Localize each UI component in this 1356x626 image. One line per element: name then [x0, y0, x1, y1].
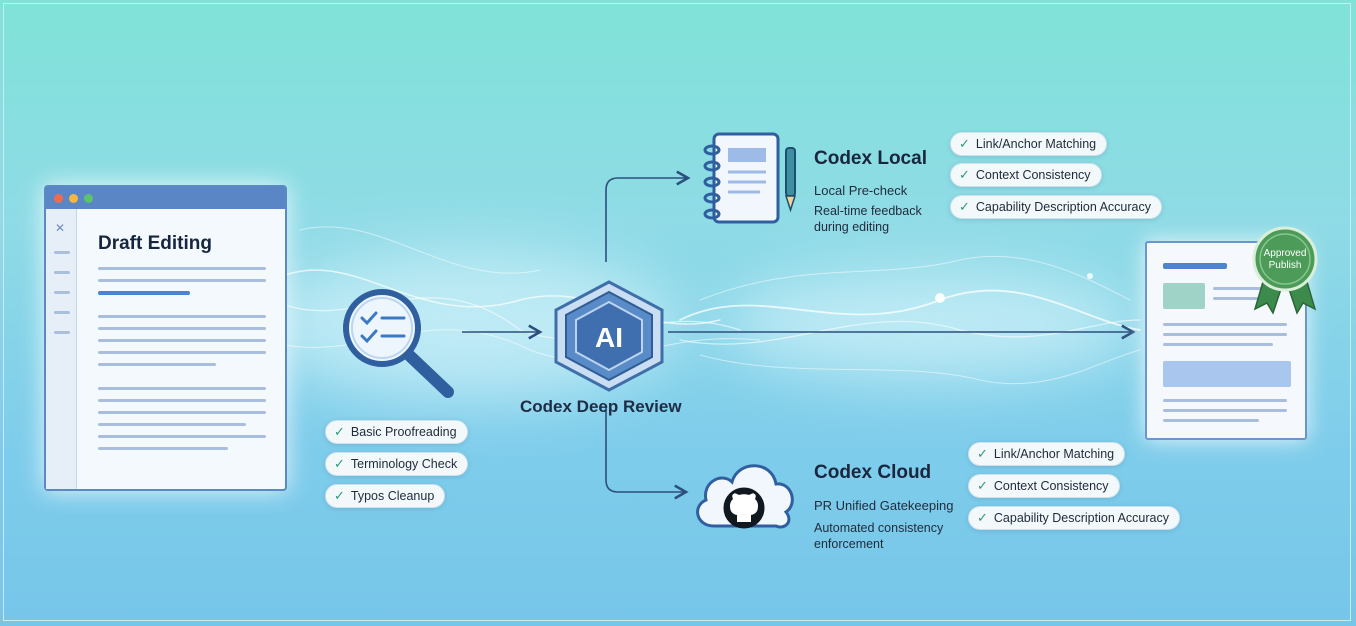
- ai-badge-text: AI: [595, 322, 623, 353]
- doc-text-line: [1163, 333, 1287, 336]
- local-description: Real-time feedback during editing: [814, 203, 922, 235]
- cloud-title: Codex Cloud: [814, 462, 932, 483]
- cloud-subtitle: PR Unified Gatekeeping: [814, 498, 954, 513]
- local-description-line: during editing: [814, 220, 890, 234]
- check-label: Capability Description Accuracy: [975, 200, 1151, 214]
- text-line: [98, 387, 266, 390]
- checkmark-icon: ✓: [977, 478, 988, 493]
- text-line: [98, 327, 266, 330]
- doc-image-block: [1163, 283, 1205, 309]
- cloud-check-capability: ✓ Capability Description Accuracy: [968, 506, 1180, 530]
- local-title: Codex Local: [814, 148, 927, 169]
- badge-line-1: Approved: [1264, 248, 1307, 259]
- checkmark-icon: ✓: [959, 199, 970, 214]
- checkmark-icon: ✓: [334, 488, 345, 503]
- text-line: [98, 351, 266, 354]
- sidebar-logo-icon: ✕: [55, 221, 66, 235]
- checkmark-icon: ✓: [959, 136, 970, 151]
- local-subtitle: Local Pre-check: [814, 183, 908, 198]
- doc-text-line: [1163, 409, 1287, 412]
- highlight-line: [98, 291, 190, 295]
- cloud-check-link-anchor: ✓ Link/Anchor Matching: [968, 442, 1126, 466]
- doc-heading-bar: [1163, 263, 1227, 269]
- local-check-context: ✓ Context Consistency: [950, 163, 1102, 187]
- text-line: [98, 363, 216, 366]
- check-label: Context Consistency: [993, 479, 1109, 493]
- sidebar-line: [54, 291, 70, 294]
- local-check-capability: ✓ Capability Description Accuracy: [950, 195, 1162, 219]
- approved-badge-icon: Approved Publish: [1252, 226, 1318, 315]
- cloud-check-context: ✓ Context Consistency: [968, 474, 1120, 498]
- text-line: [98, 423, 246, 426]
- text-line: [98, 411, 266, 414]
- checkmark-icon: ✓: [334, 424, 345, 439]
- close-dot-icon: [54, 193, 63, 203]
- checkmark-icon: ✓: [959, 167, 970, 182]
- badge-line-2: Publish: [1269, 260, 1302, 271]
- cloud-description-line: enforcement: [814, 537, 884, 551]
- local-check-link-anchor: ✓ Link/Anchor Matching: [950, 132, 1108, 156]
- text-line: [98, 267, 266, 270]
- arrow-to-local: [605, 170, 691, 262]
- doc-text-line: [1163, 343, 1273, 346]
- doc-text-line: [1163, 399, 1287, 402]
- text-line: [98, 435, 266, 438]
- draft-title: Draft Editing: [98, 233, 212, 254]
- doc-text-line: [1213, 297, 1273, 300]
- arrow-to-cloud: [605, 405, 689, 500]
- check-label: Capability Description Accuracy: [993, 511, 1169, 525]
- check-basic-proofreading: ✓ Basic Proofreading: [325, 420, 468, 444]
- ai-hexagon-icon: AI: [554, 280, 664, 392]
- checkmark-icon: ✓: [334, 456, 345, 471]
- sidebar-line: [54, 271, 70, 274]
- check-label: Link/Anchor Matching: [975, 137, 1097, 151]
- notebook-pen-icon: [703, 132, 797, 224]
- text-line: [98, 339, 266, 342]
- magnifier-checklist-icon: [343, 289, 454, 398]
- doc-highlight-block: [1163, 361, 1291, 387]
- text-line: [98, 315, 266, 318]
- minimize-dot-icon: [69, 193, 78, 203]
- cloud-description: Automated consistency enforcement: [814, 520, 943, 552]
- text-line: [98, 447, 228, 450]
- checkmark-icon: ✓: [977, 446, 988, 461]
- sidebar-line: [54, 251, 70, 254]
- window-titlebar: [46, 187, 285, 209]
- doc-text-line: [1213, 287, 1283, 290]
- sidebar-line: [54, 331, 70, 334]
- deep-review-label: Codex Deep Review: [520, 397, 682, 416]
- text-line: [98, 399, 266, 402]
- sidebar-line: [54, 311, 70, 314]
- doc-text-line: [1163, 419, 1259, 422]
- draft-editor-window: ✕ Draft Editing: [44, 185, 287, 491]
- check-label: Basic Proofreading: [350, 425, 457, 439]
- check-typos-cleanup: ✓ Typos Cleanup: [325, 484, 446, 508]
- glow-right: [720, 270, 1140, 380]
- check-label: Terminology Check: [350, 457, 458, 471]
- maximize-dot-icon: [84, 193, 93, 203]
- check-label: Context Consistency: [975, 168, 1091, 182]
- cloud-github-icon: [696, 464, 794, 529]
- editor-sidebar: ✕: [46, 209, 77, 489]
- check-label: Typos Cleanup: [350, 489, 435, 503]
- cloud-description-line: Automated consistency: [814, 521, 944, 535]
- check-terminology: ✓ Terminology Check: [325, 452, 469, 476]
- check-label: Link/Anchor Matching: [993, 447, 1115, 461]
- doc-text-line: [1163, 323, 1287, 326]
- text-line: [98, 279, 266, 282]
- local-description-line: Real-time feedback: [814, 204, 922, 218]
- checkmark-icon: ✓: [977, 510, 988, 525]
